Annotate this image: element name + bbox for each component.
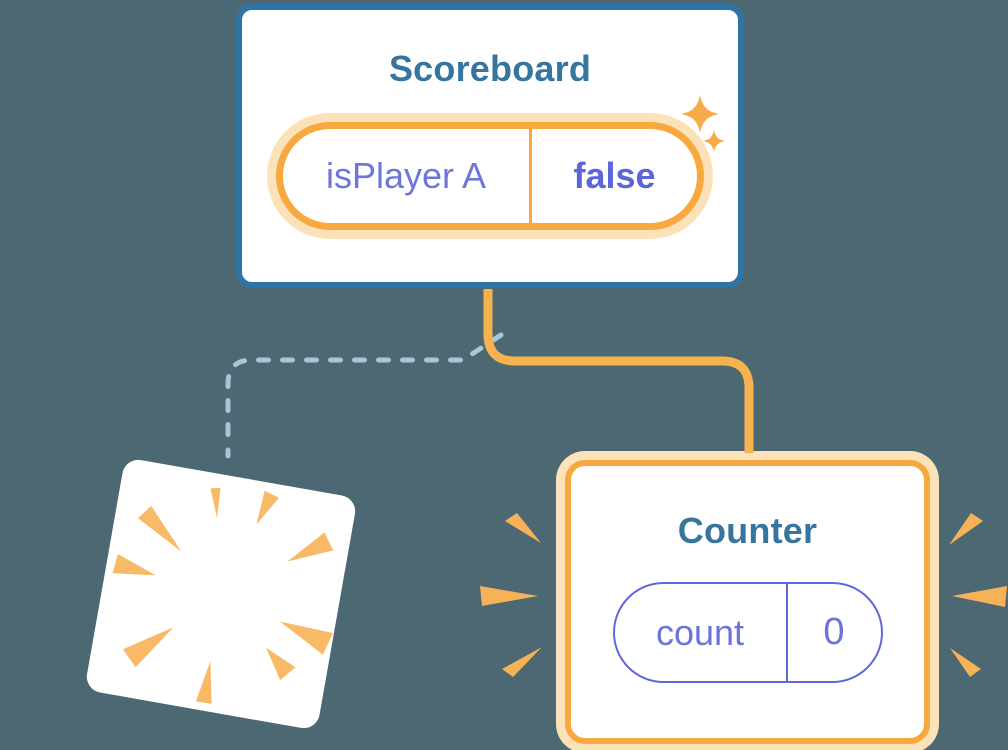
active-connector-line bbox=[483, 289, 754, 453]
state-label: isPlayer A bbox=[283, 129, 532, 223]
destroyed-component-card bbox=[84, 457, 358, 731]
emphasis-burst-right-icon bbox=[949, 513, 1007, 677]
scoreboard-component-card: Scoreboard isPlayer A false bbox=[236, 4, 744, 288]
state-value: false bbox=[573, 155, 656, 196]
dashed-connector-line bbox=[225, 332, 504, 459]
counter-component-card: Counter count 0 bbox=[565, 460, 930, 744]
counter-title: Counter bbox=[677, 510, 818, 551]
count-value: 0 bbox=[823, 611, 845, 653]
counter-state-pill: count 0 bbox=[612, 582, 883, 683]
emphasis-burst-left-icon bbox=[480, 513, 542, 677]
count-label: count bbox=[615, 584, 788, 681]
scoreboard-state-pill: isPlayer A false bbox=[276, 122, 704, 230]
scoreboard-title: Scoreboard bbox=[388, 48, 592, 89]
